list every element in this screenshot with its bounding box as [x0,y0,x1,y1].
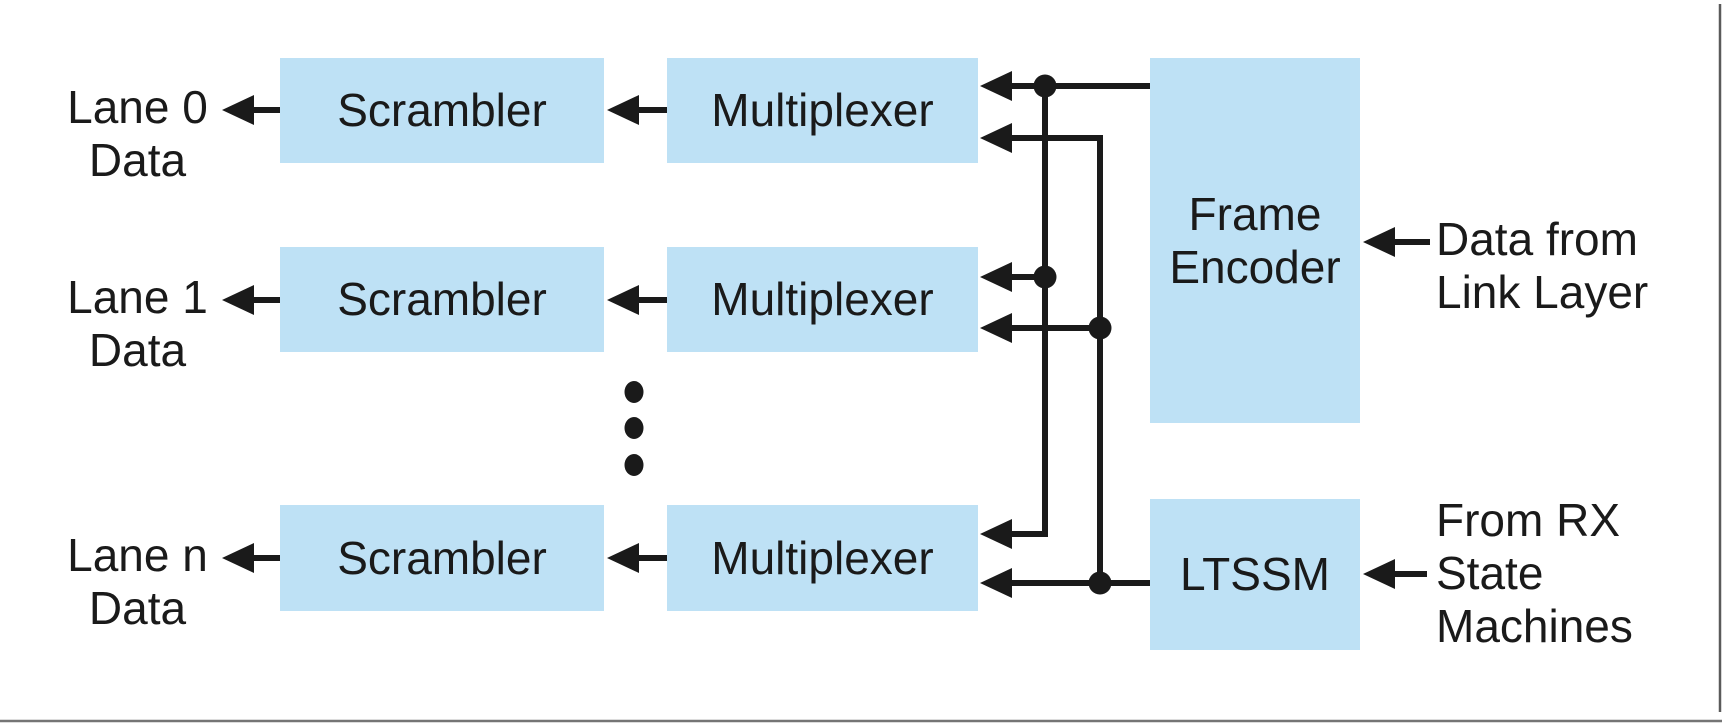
data-from-link-layer-line1: Data from [1436,213,1638,265]
from-rx-state-machines-arrow [1363,559,1427,589]
mux-n-to-scrambler-n-arrow [607,543,670,573]
lane-n-data-label-line1: Lane n [67,529,208,581]
lane0-data-label-line2: Data [88,134,187,186]
multiplexer-lane-n-block: Multiplexer [667,505,978,611]
lane-n-output-arrow [222,543,283,573]
from-rx-state-machines-line1: From RX [1436,494,1620,546]
multiplexer-lane0-block: Multiplexer [667,58,978,163]
multiplexer-lane1-label: Multiplexer [711,273,934,325]
scrambler-lane-n-label: Scrambler [337,531,547,584]
lane1-data-label: Lane 1 Data [50,271,225,377]
mux0-to-scrambler0-arrow [607,95,670,125]
mux1-to-scrambler1-arrow [607,285,670,315]
lane-n-data-label: Lane n Data [50,529,225,635]
lane1-data-label-line2: Data [88,324,187,376]
lane0-output-arrow [222,95,283,125]
vertical-ellipsis-icon [624,381,644,476]
scrambler-lane-n-block: Scrambler [280,505,604,611]
scrambler-lane0-label: Scrambler [337,84,547,136]
junction-dots [1033,74,1112,595]
from-rx-state-machines-label: From RX State Machines [1436,494,1633,653]
lane0-data-label: Lane 0 Data [50,81,225,187]
frame-encoder-block: Frame Encoder [1150,58,1360,423]
data-from-link-layer-label: Data from Link Layer [1436,213,1648,319]
ltssm-label: LTSSM [1180,548,1330,600]
scrambler-lane1-label: Scrambler [337,273,547,325]
ltssm-block: LTSSM [1150,499,1360,650]
lane0-data-label-line1: Lane 0 [67,81,208,133]
multiplexer-lane0-label: Multiplexer [711,84,934,136]
page-edge-lines [0,4,1722,723]
data-from-link-layer-line2: Link Layer [1436,266,1649,318]
multiplexer-lane1-block: Multiplexer [667,247,978,352]
from-rx-state-machines-line2: State [1436,547,1544,599]
ltssm-output-bus [980,123,1153,598]
scrambler-lane1-block: Scrambler [280,247,604,352]
lane1-data-label-line1: Lane 1 [67,271,208,323]
frame-encoder-label-line1: Frame [1188,187,1322,240]
lane1-output-arrow [222,285,283,315]
from-rx-state-machines-line3: Machines [1436,600,1633,652]
data-from-link-layer-arrow [1363,227,1430,257]
frame-encoder-label-line2: Encoder [1169,240,1341,293]
multiplexer-lane-n-label: Multiplexer [711,531,934,584]
lane-n-data-label-line2: Data [88,582,187,634]
scrambler-lane0-block: Scrambler [280,58,604,163]
